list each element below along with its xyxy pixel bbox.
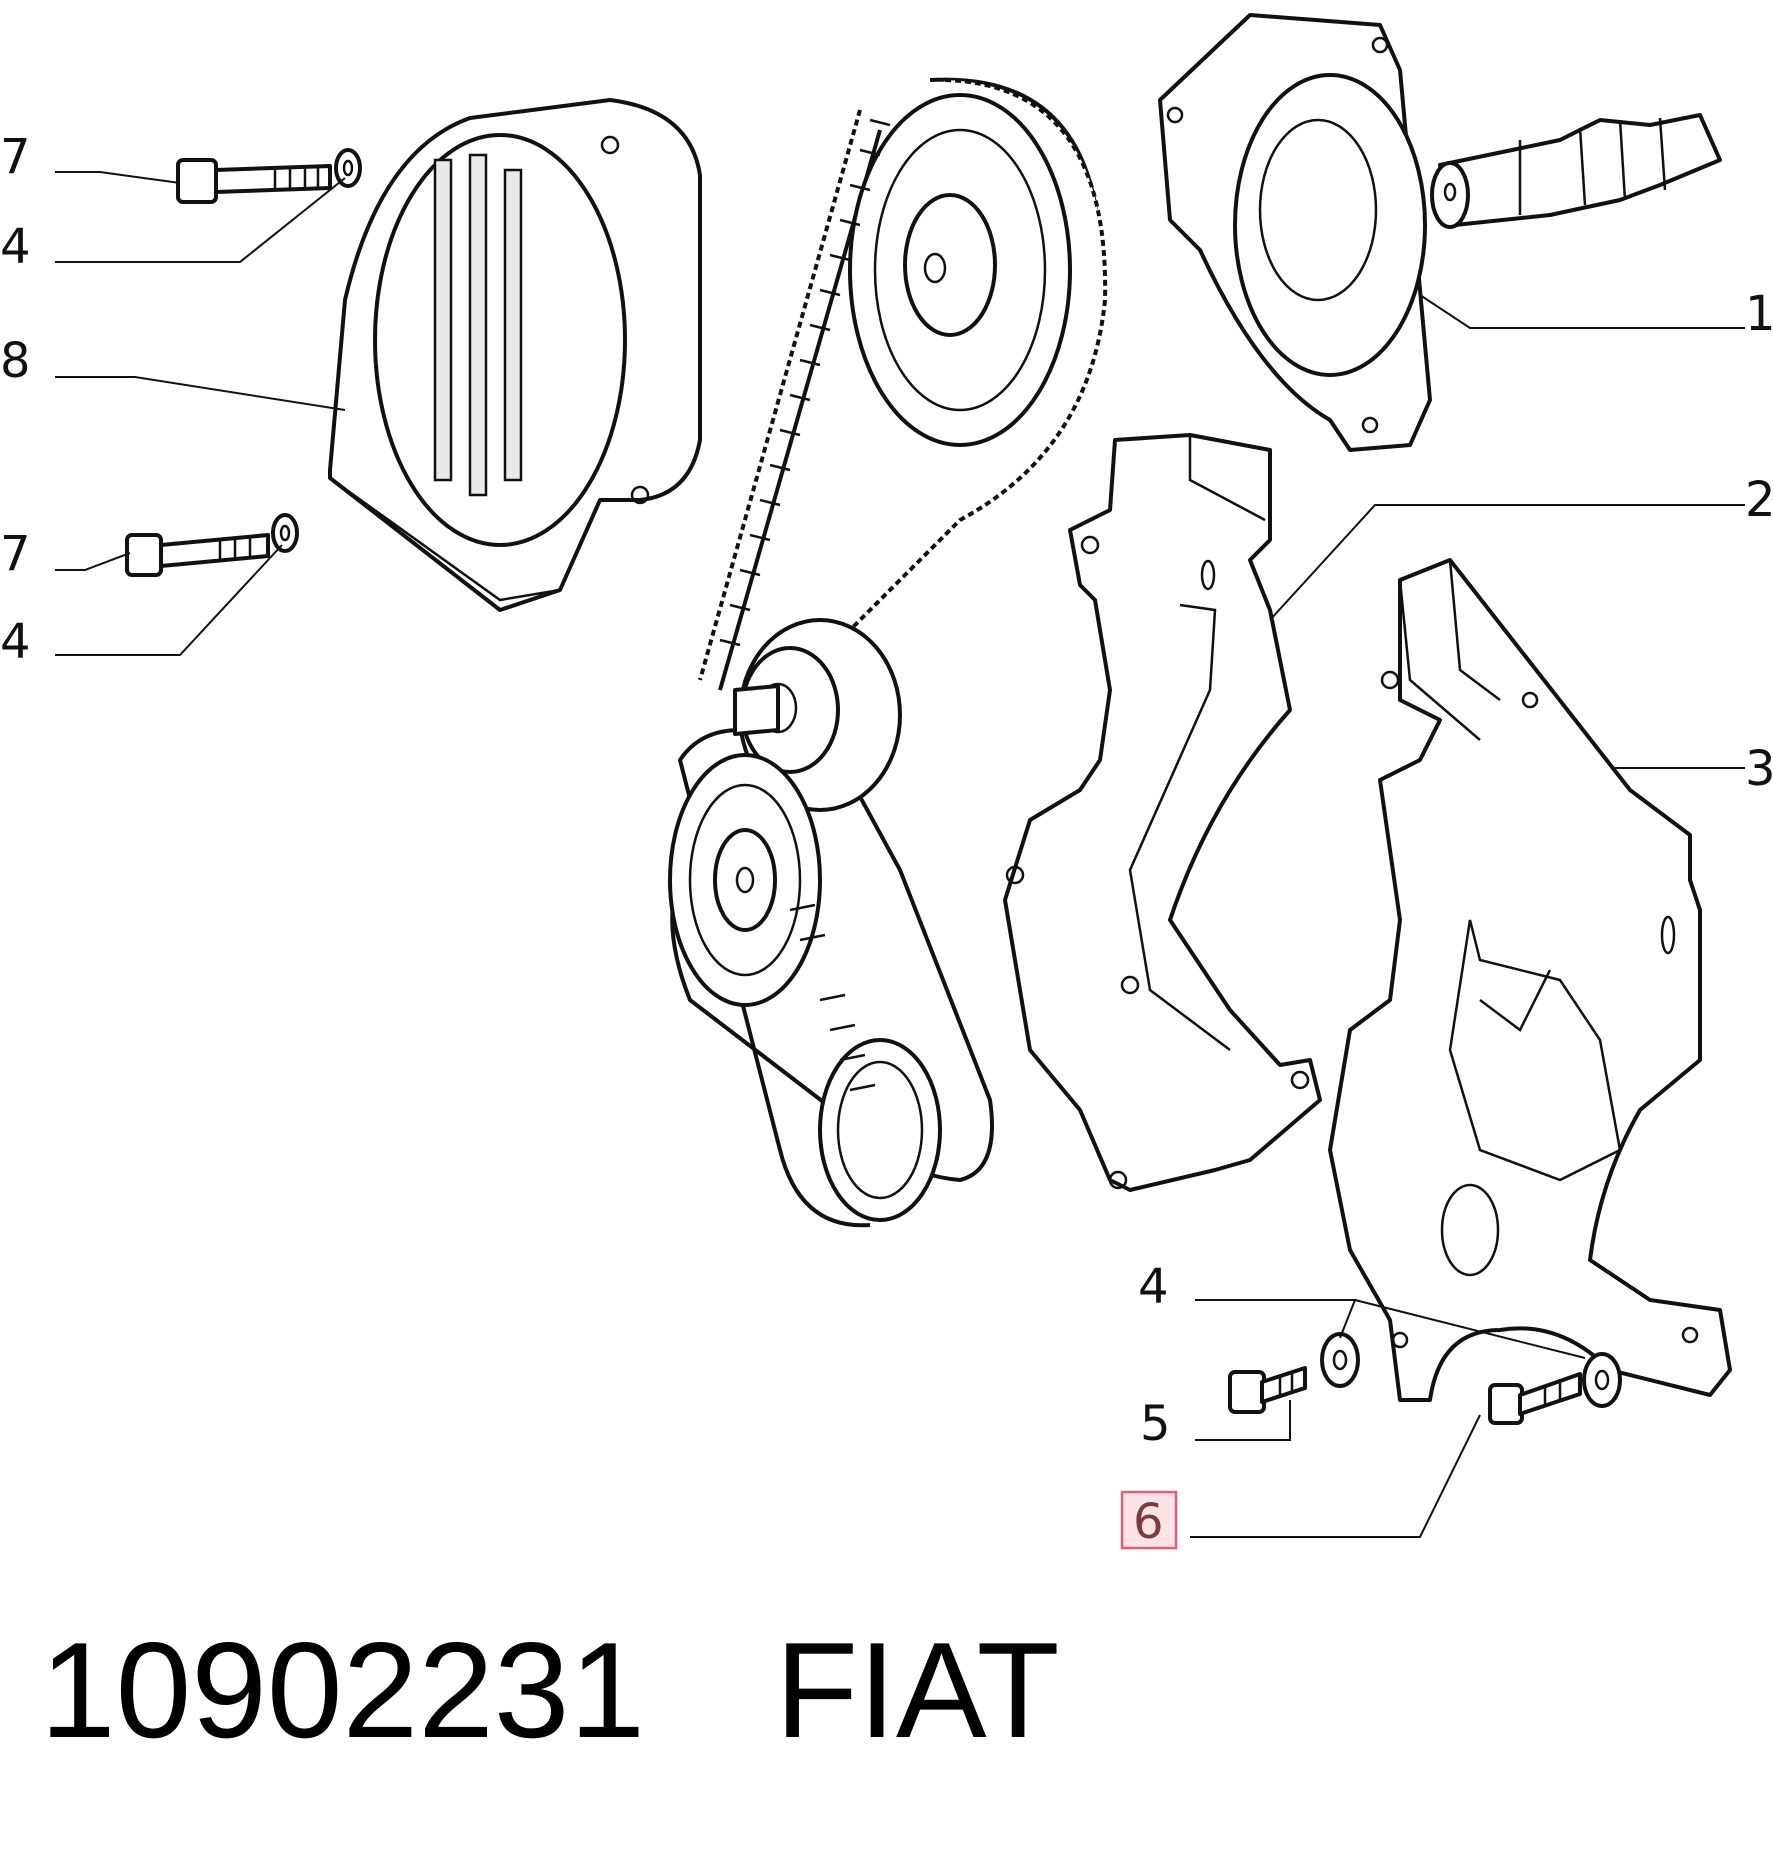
part-number: 10902231 xyxy=(40,1614,646,1766)
bolt-6 xyxy=(1488,1372,1582,1425)
part-1-rear-plate xyxy=(1158,13,1432,452)
caption: 10902231 FIAT xyxy=(40,1600,1060,1780)
callout-2: 2 xyxy=(1745,472,1773,528)
callout-4-lower-right: 4 xyxy=(1138,1259,1169,1315)
callout-3: 3 xyxy=(1745,741,1773,797)
leader-lines xyxy=(55,171,1745,1538)
part-8-timing-cover xyxy=(328,98,702,612)
callout-7-upper: 7 xyxy=(0,129,31,185)
washer-4-left xyxy=(1320,1332,1360,1388)
part-3-lower-cover xyxy=(1328,558,1732,1402)
brand-name: FIAT xyxy=(775,1614,1060,1766)
part-2-inner-cover xyxy=(1003,433,1322,1192)
callout-8: 8 xyxy=(0,333,31,389)
callout-4-lower: 4 xyxy=(0,614,31,670)
callout-4-upper: 4 xyxy=(0,219,31,275)
callout-1: 1 xyxy=(1745,286,1773,342)
callout-5: 5 xyxy=(1140,1396,1171,1452)
camshaft xyxy=(1430,113,1722,229)
bolt-7-upper xyxy=(176,158,332,204)
washer-4-right xyxy=(1582,1352,1622,1408)
washer-4-upper xyxy=(334,148,362,188)
washer-4-lower xyxy=(271,513,299,553)
exploded-parts-diagram: 7 4 8 7 4 1 2 3 4 5 6 xyxy=(0,13,1773,1550)
callout-7-lower: 7 xyxy=(0,526,31,582)
timing-belt-assembly xyxy=(668,77,1108,1228)
bolt-5 xyxy=(1228,1366,1307,1414)
callout-6[interactable]: 6 xyxy=(1133,1494,1164,1550)
callout-6-highlight xyxy=(1120,1490,1178,1550)
callouts: 7 4 8 7 4 1 2 3 4 5 6 xyxy=(0,129,1773,1550)
bolt-7-lower xyxy=(125,533,270,577)
